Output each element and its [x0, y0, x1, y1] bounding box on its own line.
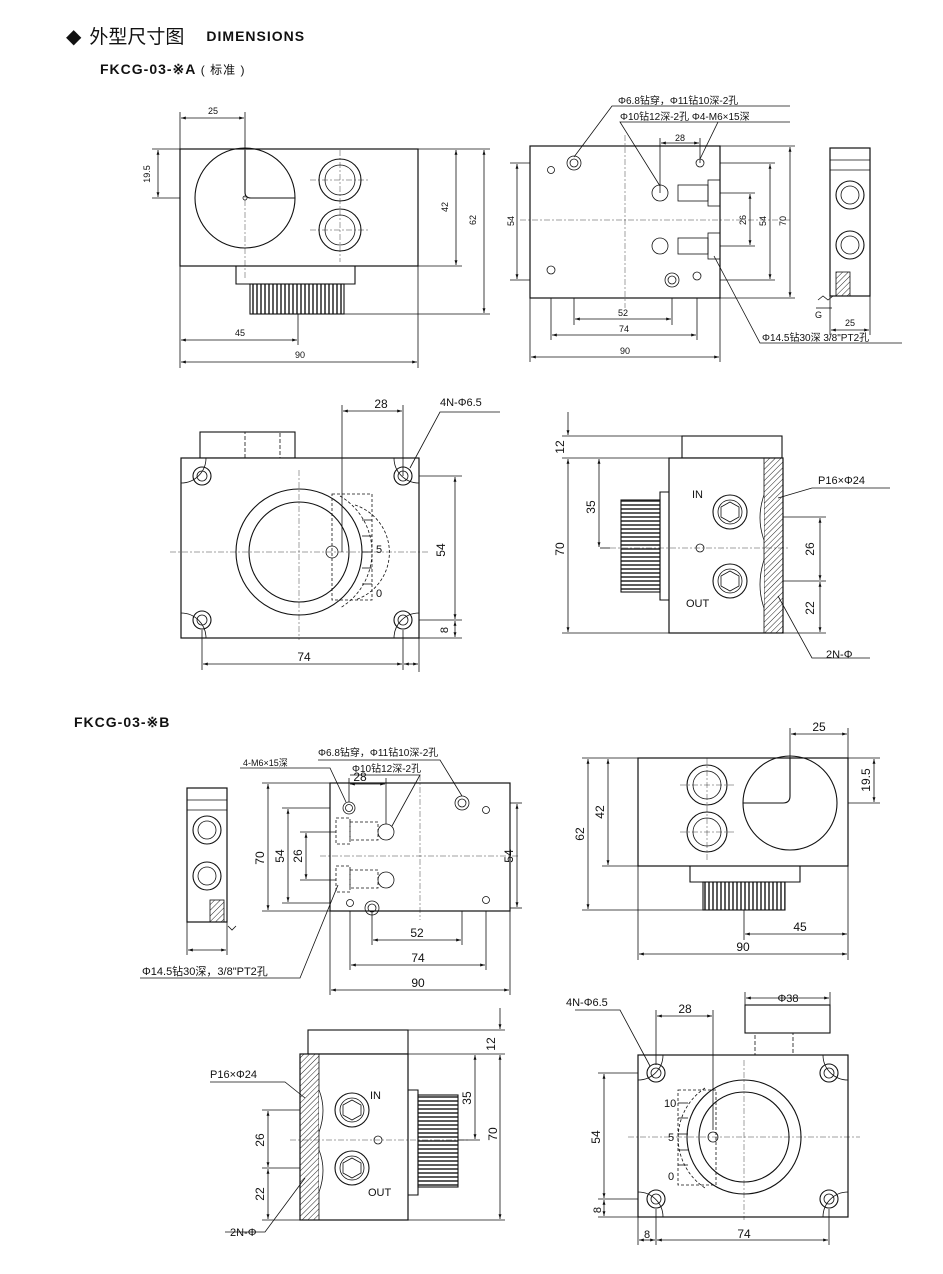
- dim-b-top-52: 52: [410, 926, 424, 940]
- dim-b-front-19-5: 19.5: [859, 768, 873, 792]
- dim-a-plan-28: 28: [374, 397, 388, 411]
- dim-a-front-45: 45: [235, 328, 245, 338]
- dim-a-top-28: 28: [675, 133, 685, 143]
- view-b-plan: [575, 992, 860, 1245]
- scale-a-plan-5: 5: [376, 544, 382, 556]
- view-a-plan: [170, 405, 500, 672]
- dim-b-port-70: 70: [486, 1127, 500, 1141]
- sheet-title: ◆ 外型尺寸图 DIMENSIONS: [66, 22, 305, 49]
- label-a-port-out: OUT: [686, 598, 710, 610]
- dim-b-top-70: 70: [253, 851, 267, 865]
- callout-b-port-p: P16×Φ24: [210, 1069, 257, 1081]
- dim-b-plan-54: 54: [589, 1130, 603, 1144]
- dim-a-top-52: 52: [618, 308, 628, 318]
- dim-a-port-70: 70: [553, 542, 567, 556]
- view-a-port: [562, 412, 890, 659]
- dim-b-top-74: 74: [411, 951, 425, 965]
- dim-b-front-62: 62: [573, 827, 587, 841]
- view-a-side: [816, 147, 871, 335]
- dim-a-plan-8: 8: [439, 627, 451, 633]
- dim-a-front-62: 62: [468, 215, 478, 225]
- dim-b-plan-74: 74: [737, 1227, 751, 1241]
- dim-a-top-54r: 54: [758, 216, 768, 226]
- dim-b-front-25: 25: [812, 720, 826, 734]
- callout-a-top-3: Φ14.5钻30深 3/8"PT2孔: [762, 331, 869, 344]
- view-b-top: [140, 759, 522, 995]
- dim-a-top-70: 70: [778, 216, 788, 226]
- title-chinese: 外型尺寸图: [89, 26, 185, 48]
- dim-b-plan-28: 28: [678, 1002, 692, 1016]
- label-b-port-out: OUT: [368, 1187, 392, 1199]
- callout-a-port-p: P16×Φ24: [818, 475, 865, 487]
- view-a-top: [510, 105, 902, 362]
- dim-b-top-54r: 54: [502, 849, 516, 863]
- dim-a-side-25: 25: [845, 318, 855, 328]
- callout-a-plan-holes: 4N-Φ6.5: [440, 397, 482, 409]
- dim-a-front-19-5: 19.5: [142, 165, 152, 183]
- scale-b-plan-0: 0: [668, 1171, 674, 1183]
- dim-b-top-26: 26: [291, 849, 305, 863]
- dim-a-port-12: 12: [553, 440, 567, 454]
- callout-b-port-n: 2N-Φ: [230, 1227, 257, 1239]
- callout-b-top-2: Φ10钻12深-2孔: [352, 762, 421, 775]
- dim-a-plan-74: 74: [297, 650, 311, 664]
- dim-b-port-12: 12: [484, 1037, 498, 1051]
- dim-a-port-26: 26: [803, 542, 817, 556]
- dim-a-front-25: 25: [208, 106, 218, 116]
- label-a-side-g: G: [815, 310, 822, 320]
- scale-b-plan-5: 5: [668, 1132, 674, 1144]
- callout-a-port-n: 2N-Φ: [826, 649, 853, 661]
- dim-a-plan-54: 54: [434, 543, 448, 557]
- callout-b-top-1: Φ6.8钻穿，Φ11钻10深-2孔: [318, 746, 438, 759]
- model-a-note: ( 标准 ): [200, 63, 246, 77]
- dim-b-port-35: 35: [460, 1091, 474, 1105]
- scale-b-plan-10: 10: [664, 1098, 676, 1110]
- dim-b-port-22: 22: [253, 1187, 267, 1201]
- model-b-label: FKCG-03-※B: [74, 714, 170, 731]
- view-b-front: [582, 728, 880, 960]
- dim-a-top-74: 74: [619, 324, 629, 334]
- dim-a-top-90: 90: [620, 346, 630, 356]
- dim-a-port-35: 35: [584, 500, 598, 514]
- callout-a-top-1: Φ6.8钻穿，Φ11钻10深-2孔: [618, 94, 738, 107]
- dim-a-front-90: 90: [295, 350, 305, 360]
- dim-b-plan-8h: 8: [644, 1229, 650, 1241]
- dim-b-plan-38: Φ38: [777, 993, 798, 1005]
- callout-b-top-3: Φ14.5钻30深，3/8"PT2孔: [142, 964, 268, 978]
- dim-a-front-42: 42: [440, 202, 450, 212]
- dim-b-front-45: 45: [793, 920, 807, 934]
- dim-b-top-90: 90: [411, 976, 425, 990]
- view-b-side: [186, 787, 237, 955]
- label-b-port-in: IN: [370, 1090, 381, 1102]
- dim-a-top-26: 26: [738, 215, 748, 225]
- model-a-label: FKCG-03-※A ( 标准 ): [100, 61, 245, 78]
- dim-b-front-42: 42: [593, 805, 607, 819]
- callout-b-top-m: 4-M6×15深: [243, 758, 288, 768]
- model-b-name: FKCG-03-※B: [74, 714, 171, 730]
- scale-a-plan-0: 0: [376, 588, 382, 600]
- view-a-front: [152, 112, 490, 368]
- dim-a-port-22: 22: [803, 601, 817, 615]
- label-a-port-in: IN: [692, 489, 703, 501]
- callout-a-top-2: Φ10钻12深-2孔 Φ4-M6×15深: [620, 110, 750, 123]
- dim-b-front-90: 90: [736, 940, 750, 954]
- title-english: DIMENSIONS: [206, 27, 306, 44]
- callout-b-plan-holes: 4N-Φ6.5: [566, 997, 608, 1009]
- dim-b-port-26: 26: [253, 1133, 267, 1147]
- diamond-bullet-icon: ◆: [66, 23, 82, 48]
- view-b-port: [210, 1008, 505, 1233]
- model-a-name: FKCG-03-※A: [100, 61, 196, 77]
- dim-b-top-54l: 54: [273, 849, 287, 863]
- dim-b-plan-8v: 8: [592, 1207, 604, 1213]
- dim-b-top-28: 28: [353, 770, 367, 784]
- dim-a-top-54l: 54: [506, 216, 516, 226]
